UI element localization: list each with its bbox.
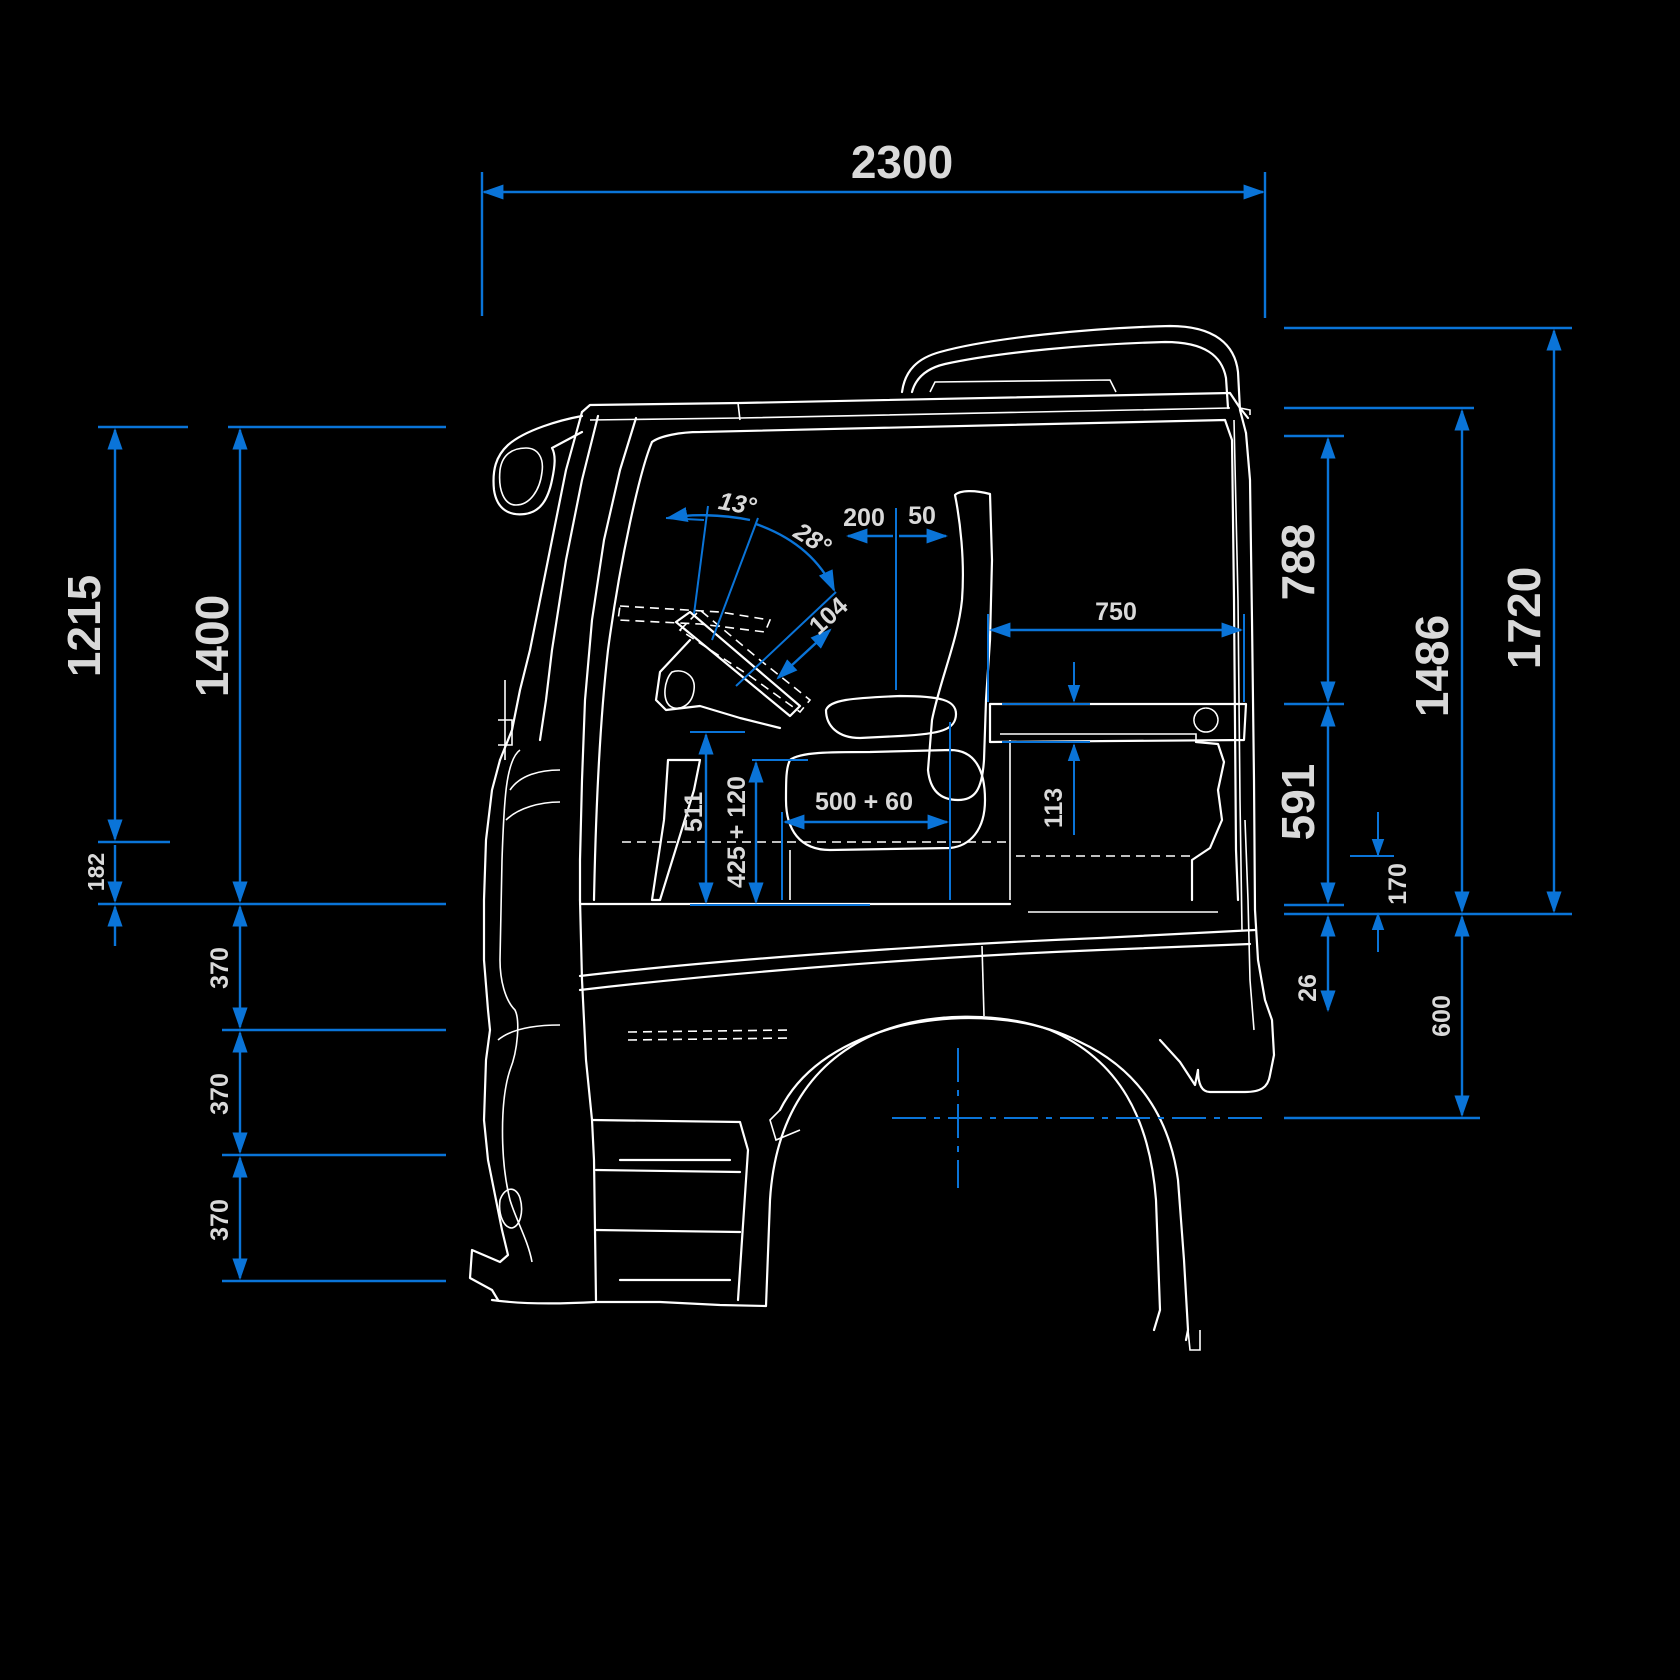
body-side-crease — [578, 928, 1257, 978]
step-well — [590, 1118, 750, 1302]
mudguard-flap — [769, 1109, 1201, 1351]
front-face — [468, 758, 510, 1302]
label-step-3: 370 — [206, 1199, 234, 1241]
roof-spoiler — [900, 324, 1248, 435]
front-face-inner — [499, 749, 533, 1263]
dash-panel — [664, 670, 695, 710]
door-window-frame — [650, 418, 1240, 902]
door-window-lower — [592, 440, 654, 902]
door-front-edge — [578, 416, 638, 902]
side-vent — [627, 1029, 791, 1041]
rear-fender-skirt — [1158, 1038, 1200, 1087]
label-wheel-angle-a: 13° — [716, 487, 759, 521]
roof-line-inner — [589, 407, 1231, 421]
front-hinge — [498, 680, 513, 760]
arc-28 — [755, 522, 836, 592]
cab-sill — [490, 1298, 768, 1308]
a-pillar-outer — [498, 410, 584, 762]
label-height-788: 788 — [1272, 524, 1324, 601]
bunk-mattress — [988, 702, 1248, 744]
bunk-inner — [1000, 733, 1197, 742]
label-height-591: 591 — [1272, 764, 1324, 841]
dimension-104 — [776, 628, 832, 680]
steering-wheel-tilted — [678, 608, 812, 714]
roof-seam — [737, 402, 741, 421]
body-side-crease-2 — [578, 942, 1252, 992]
dimension-lines — [98, 172, 1572, 1283]
label-seat-adjust-fore: 200 — [843, 504, 885, 532]
front-headlight — [498, 1188, 523, 1229]
door-bottom — [578, 898, 598, 1302]
wheel-arch-inner — [778, 1016, 1190, 1342]
roof-hatch — [929, 379, 1117, 393]
label-height-1720: 1720 — [1498, 567, 1550, 669]
label-bunk-width: 750 — [1095, 598, 1137, 626]
label-height-182: 182 — [83, 853, 109, 891]
a-pillar-inner — [538, 414, 600, 742]
roof-spoiler-inner — [910, 340, 1230, 410]
label-height-170: 170 — [1384, 863, 1412, 905]
mid-pillar — [981, 945, 985, 1017]
cab-rear-wall — [1196, 431, 1276, 1094]
label-seat-travel: 500 + 60 — [815, 788, 913, 816]
label-wheel-angle-b: 28° — [788, 517, 837, 562]
label-step-1: 370 — [206, 947, 234, 989]
seat-base — [784, 748, 987, 852]
label-bunk-thickness: 113 — [1040, 788, 1068, 828]
roof-rear-bracket — [1239, 407, 1251, 415]
front-grille-slats — [497, 769, 561, 1041]
steering-wheel — [674, 610, 802, 718]
label-wheel-height: 511 — [680, 792, 708, 832]
mirror-arm — [492, 414, 584, 516]
mirror-glass — [498, 447, 544, 506]
label-height-600: 600 — [1428, 995, 1456, 1037]
steering-column — [654, 638, 782, 730]
label-height-1400: 1400 — [186, 595, 238, 697]
label-seat-height: 425 + 120 — [723, 776, 751, 888]
label-wheel-adjust: 104 — [804, 592, 854, 641]
cab-outline — [468, 324, 1276, 1351]
bunk-knob — [1193, 707, 1219, 733]
roof-line — [580, 391, 1250, 420]
cab-rear-wall-inner — [1233, 419, 1243, 931]
arc-13 — [665, 507, 751, 522]
label-seat-adjust-aft: 50 — [908, 502, 936, 530]
label-step-2: 370 — [206, 1073, 234, 1115]
label-height-1215: 1215 — [58, 575, 110, 677]
angle-ref-line-a — [693, 505, 709, 615]
rear-corner — [1244, 819, 1255, 1031]
bunk-support — [1190, 740, 1226, 902]
angle-ref-line-b — [711, 517, 759, 641]
wheel-arch-outer — [764, 1015, 1162, 1332]
label-height-26: 26 — [1294, 974, 1322, 1002]
seat-backrest — [926, 490, 994, 802]
label-height-1486: 1486 — [1406, 615, 1458, 717]
label-cab-length: 2300 — [851, 136, 953, 188]
seat-cushion — [824, 694, 958, 740]
